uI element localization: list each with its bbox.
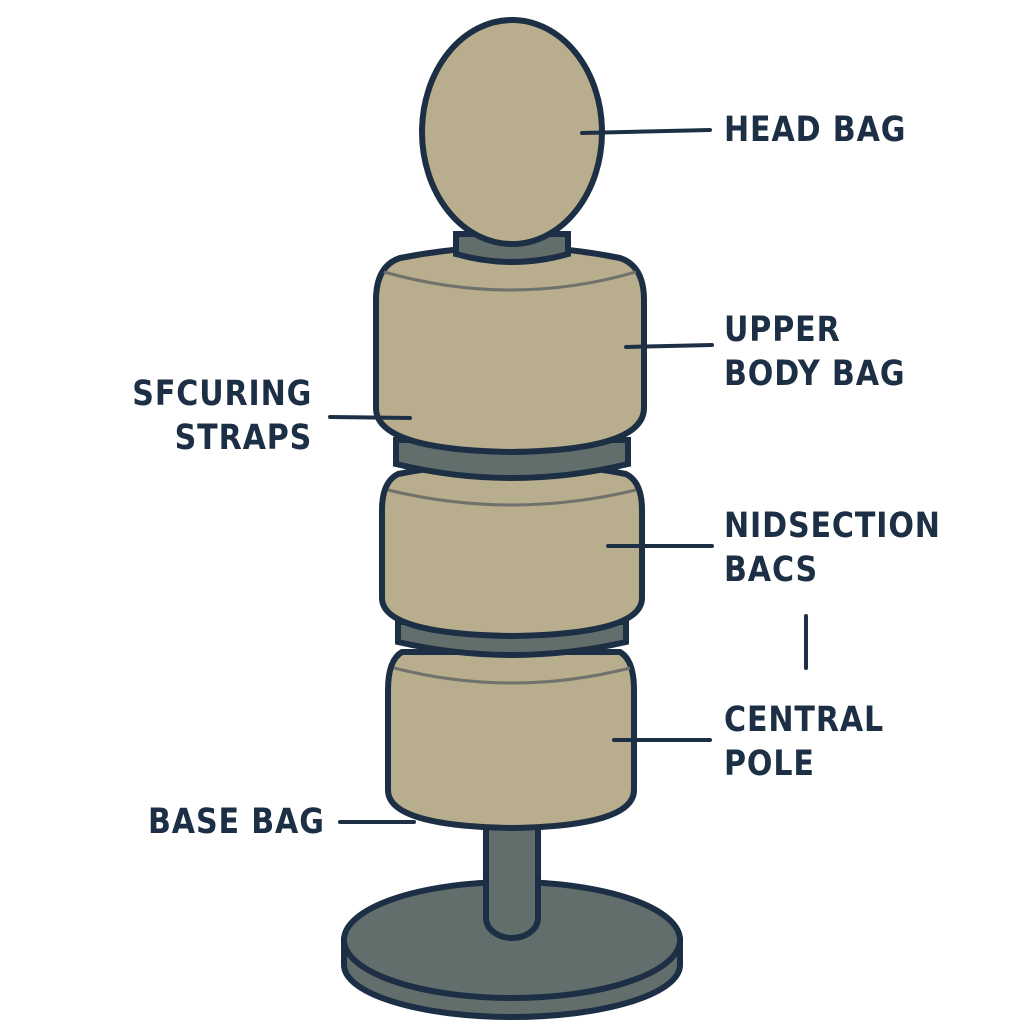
leader-head-bag (580, 128, 712, 135)
label-base-bag: BASE BAG (148, 800, 325, 844)
label-securing-straps: SFCURING STRAPS (132, 372, 312, 460)
midsection-bag-shape (379, 460, 645, 640)
label-base-bag-line1: BASE BAG (148, 802, 325, 842)
label-head-bag: HEAD BAG (724, 108, 906, 152)
leader-securing-straps (328, 415, 412, 420)
head-bag-shape (419, 17, 605, 247)
central-pole-shape (483, 817, 541, 941)
upper-body-bag-shape (373, 244, 647, 456)
lower-bag-shape (385, 649, 637, 832)
label-head-bag-line1: HEAD BAG (724, 110, 907, 150)
leader-lines (328, 128, 808, 824)
label-securing-straps-line1: SFCURING (132, 374, 312, 414)
label-upper-body-bag-line2: BODY BAG (724, 354, 906, 394)
label-central-pole: CENTRAL POLE (724, 698, 884, 786)
label-central-pole-line2: POLE (724, 744, 815, 784)
label-securing-straps-line2: STRAPS (174, 418, 312, 458)
label-upper-body-bag-line1: UPPER (724, 310, 841, 350)
label-midsection-bags-line2: BACS (724, 550, 819, 590)
leader-upper-body-bag (624, 343, 714, 349)
label-midsection-bags: NIDSECTION BACS (724, 504, 941, 592)
label-upper-body-bag: UPPER BODY BAG (724, 308, 905, 396)
label-midsection-bags-line1: NIDSECTION (724, 506, 941, 546)
label-central-pole-line1: CENTRAL (724, 700, 885, 740)
